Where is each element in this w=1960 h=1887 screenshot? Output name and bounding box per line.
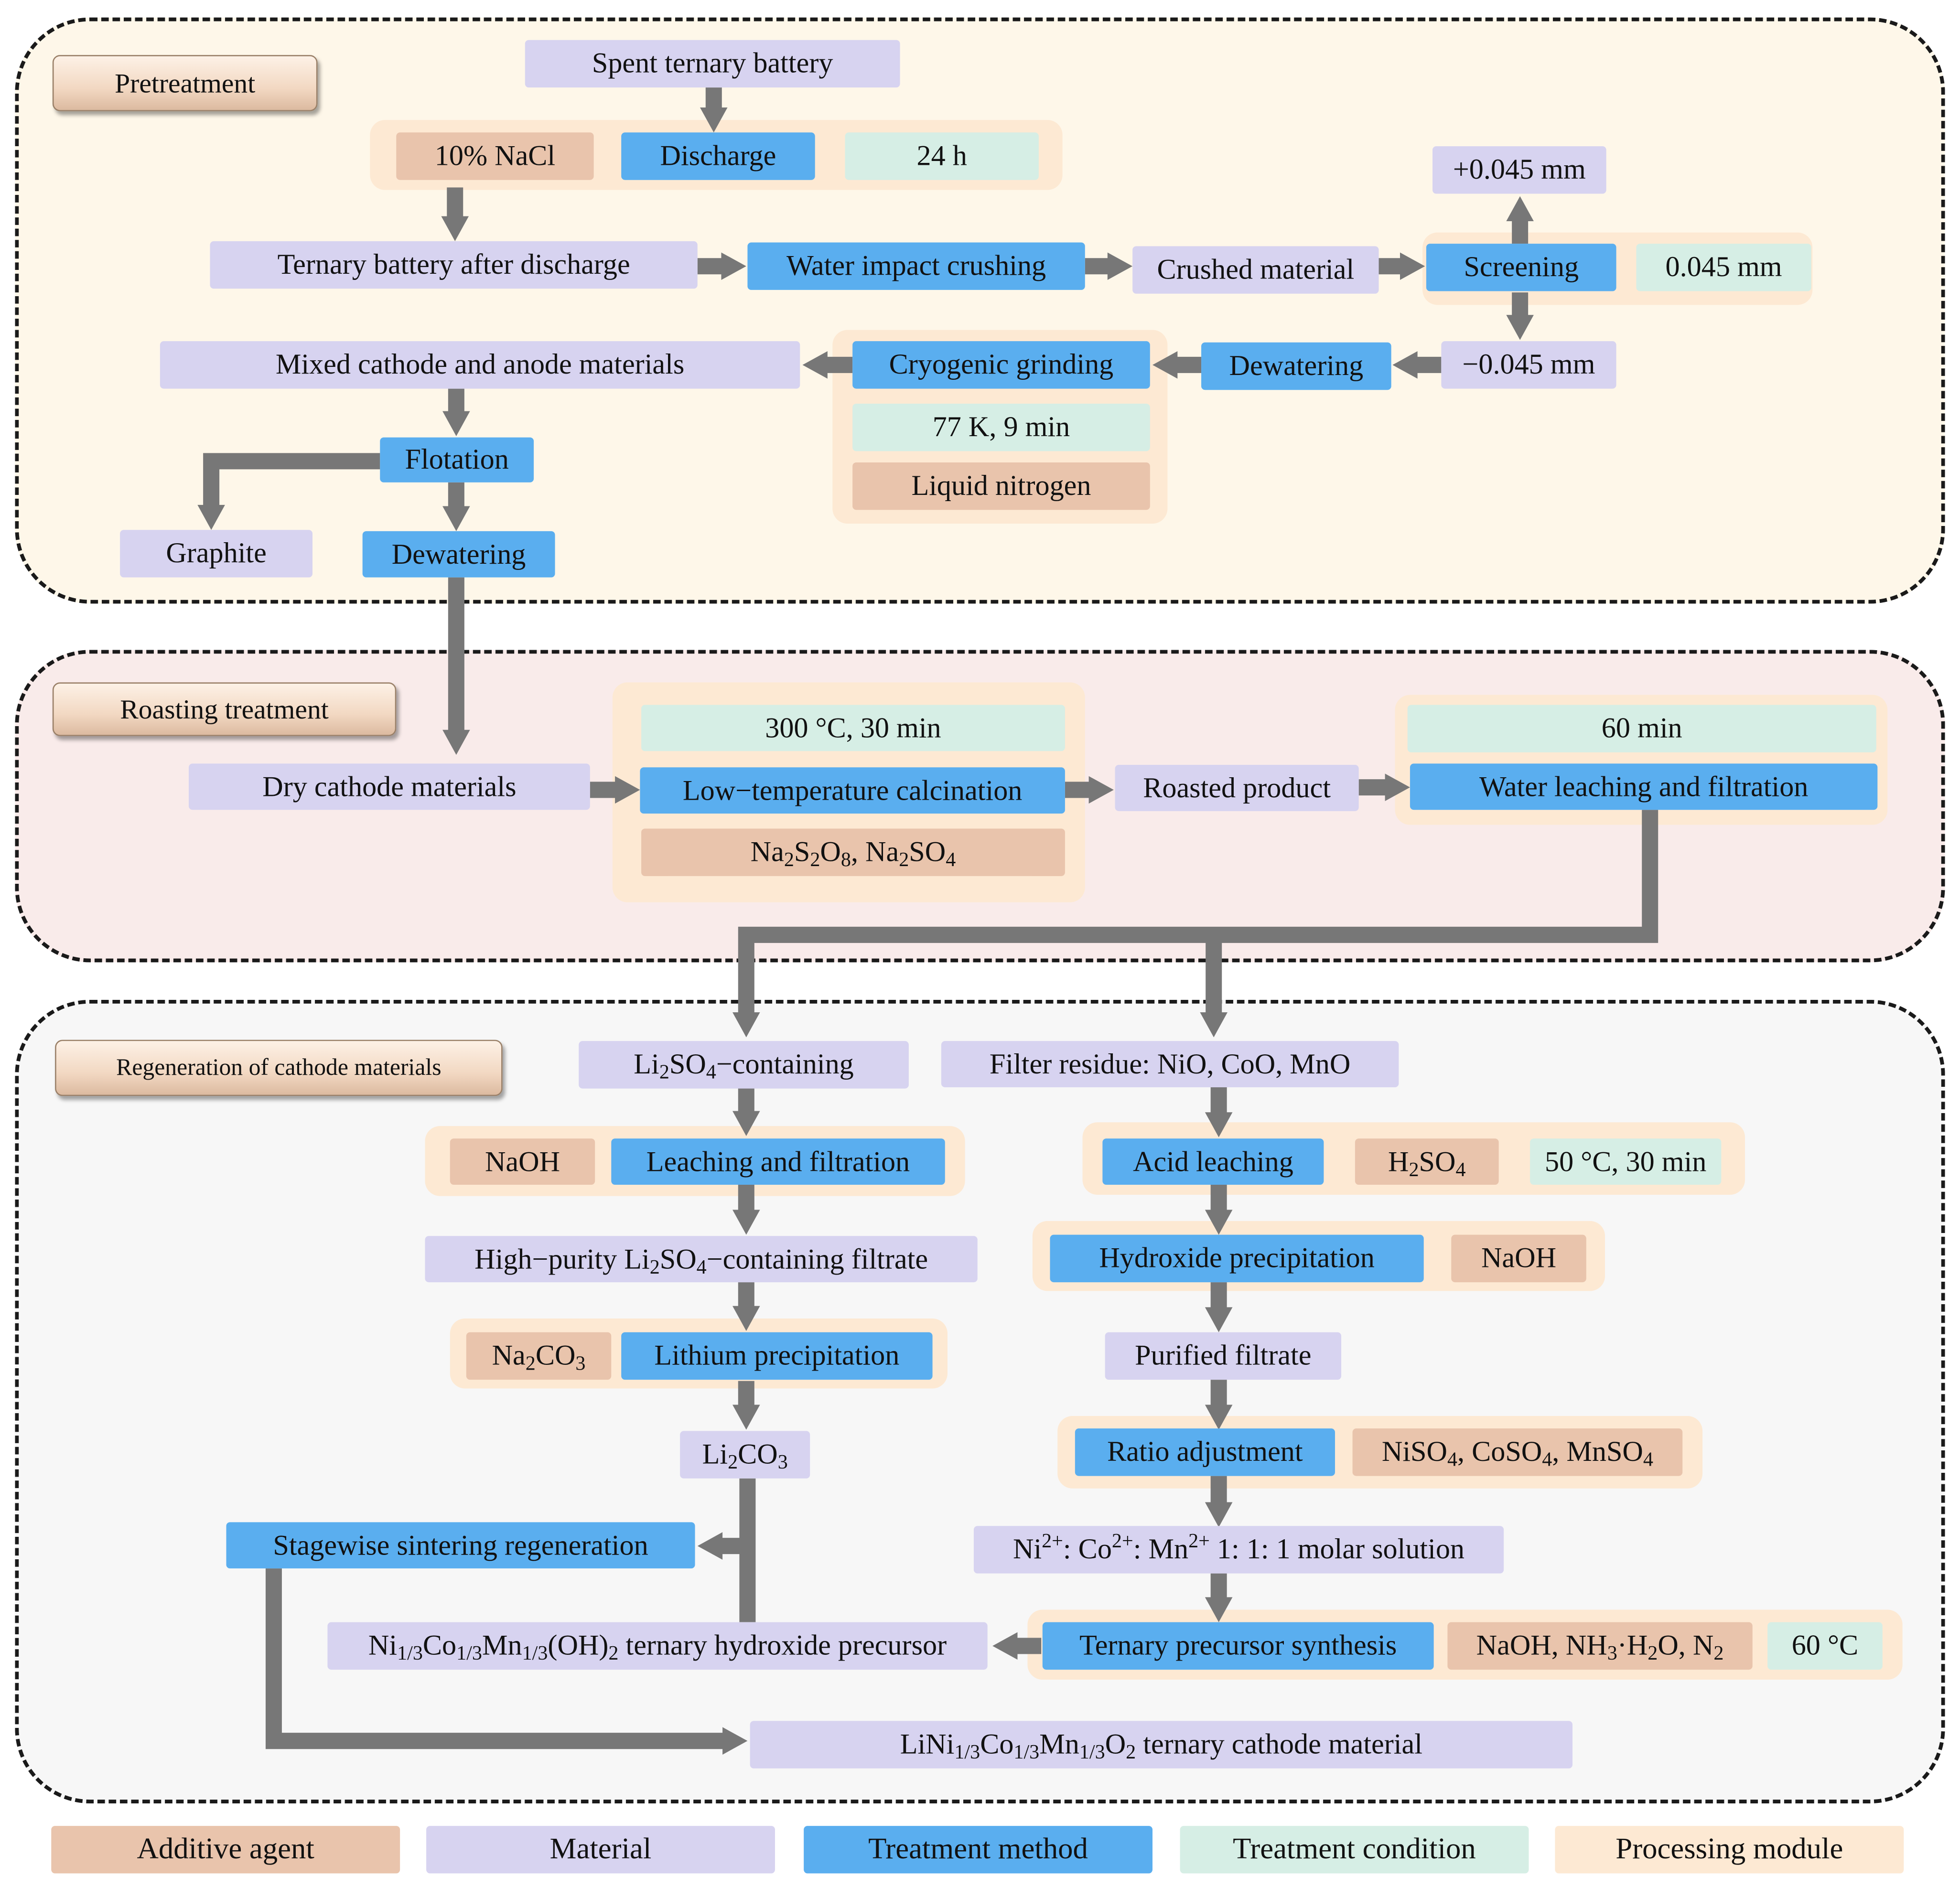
dewatering-method-2: Dewatering xyxy=(362,531,555,578)
high-purity-filtrate-text: High−purity Li2SO4−containing filtrate xyxy=(474,1243,928,1278)
high-purity-filtrate: High−purity Li2SO4−containing filtrate xyxy=(425,1236,978,1283)
stagewise-sintering-regeneration: Stagewise sintering regeneration xyxy=(226,1522,695,1569)
discharge-time: 24 h xyxy=(845,132,1039,180)
roasting-label: Roasting treatment xyxy=(52,682,397,736)
na2co3-agent: Na2CO3 xyxy=(466,1332,612,1380)
roasted-product: Roasted product xyxy=(1115,765,1359,811)
oversize-fraction: +0.045 mm xyxy=(1432,146,1606,194)
li2co3-text: Li2CO3 xyxy=(702,1438,788,1474)
filter-residue: Filter residue: NiO, CoO, MnO xyxy=(941,1041,1399,1087)
lithium-precipitation: Lithium precipitation xyxy=(621,1332,933,1380)
low-temperature-calcination: Low−temperature calcination xyxy=(640,767,1065,814)
final-cathode-material-text: LiNi1/3Co1/3Mn1/3O2 ternary cathode mate… xyxy=(900,1728,1422,1764)
calcination-condition: 300 °C, 30 min xyxy=(641,705,1065,751)
calcination-agent-text: Na2S2O8, Na2SO4 xyxy=(750,836,956,871)
nacl-agent: 10% NaCl xyxy=(396,132,594,180)
ternary-precursor-synthesis: Ternary precursor synthesis xyxy=(1042,1622,1434,1670)
molar-solution-text: Ni2+: Co2+: Mn2+ 1: 1: 1 molar solution xyxy=(1012,1531,1465,1565)
h2so4-agent: H2SO4 xyxy=(1355,1138,1499,1185)
h2so4-text: H2SO4 xyxy=(1388,1145,1466,1180)
arrow-flotation-to-graphite xyxy=(203,453,380,508)
regeneration-label: Regeneration of cathode materials xyxy=(55,1040,503,1096)
legend-treatment-method: Treatment method xyxy=(804,1826,1153,1874)
leaching-and-filtration: Leaching and filtration xyxy=(611,1138,945,1185)
synthesis-agent-text: NaOH, NH3·H2O, N2 xyxy=(1476,1630,1724,1665)
arrow-water-leaching-to-li2so4 xyxy=(738,810,1658,1015)
purified-filtrate: Purified filtrate xyxy=(1105,1332,1342,1380)
undersize-fraction: −0.045 mm xyxy=(1441,341,1616,389)
spent-ternary-battery: Spent ternary battery xyxy=(525,40,900,88)
final-cathode-material: LiNi1/3Co1/3Mn1/3O2 ternary cathode mate… xyxy=(750,1721,1573,1769)
molar-solution: Ni2+: Co2+: Mn2+ 1: 1: 1 molar solution xyxy=(973,1526,1504,1574)
cryogenic-condition: 77 K, 9 min xyxy=(852,403,1150,451)
flotation-method: Flotation xyxy=(380,437,534,482)
screening-method: Screening xyxy=(1426,244,1616,291)
dry-cathode-materials: Dry cathode materials xyxy=(189,763,590,810)
ratio-adjustment-agent: NiSO4, CoSO4, MnSO4 xyxy=(1352,1428,1683,1476)
acid-leaching-condition: 50 °C, 30 min xyxy=(1530,1138,1722,1185)
ternary-hydroxide-precursor: Ni1/3Co1/3Mn1/3(OH)2 ternary hydroxide p… xyxy=(327,1622,988,1670)
synthesis-agent: NaOH, NH3·H2O, N2 xyxy=(1447,1622,1753,1670)
naoh-agent-2: NaOH xyxy=(1451,1234,1586,1283)
crushed-material: Crushed material xyxy=(1132,246,1379,294)
legend-additive-agent: Additive agent xyxy=(51,1826,400,1874)
ratio-agent-text: NiSO4, CoSO4, MnSO4 xyxy=(1381,1436,1653,1471)
legend-processing-module: Processing module xyxy=(1555,1826,1904,1874)
arrow-sintering-to-final xyxy=(265,1568,725,1749)
naoh-agent-1: NaOH xyxy=(450,1138,595,1185)
water-impact-crushing: Water impact crushing xyxy=(747,242,1085,290)
li2co3-product: Li2CO3 xyxy=(680,1431,810,1479)
synthesis-temperature: 60 °C xyxy=(1767,1622,1883,1670)
na2co3-text: Na2CO3 xyxy=(492,1340,586,1375)
li2so4-containing: Li2SO4−containing xyxy=(579,1041,909,1089)
ternary-battery-after-discharge: Ternary battery after discharge xyxy=(210,241,698,289)
mixed-cathode-anode-materials: Mixed cathode and anode materials xyxy=(160,341,800,389)
dewatering-method-1: Dewatering xyxy=(1201,342,1391,390)
ratio-adjustment: Ratio adjustment xyxy=(1075,1428,1335,1476)
graphite-material: Graphite xyxy=(120,530,313,578)
li2so4-containing-text: Li2SO4−containing xyxy=(634,1048,854,1084)
legend-material: Material xyxy=(426,1826,775,1874)
acid-leaching: Acid leaching xyxy=(1102,1138,1324,1185)
cryogenic-grinding: Cryogenic grinding xyxy=(852,341,1150,389)
calcination-agent: Na2S2O8, Na2SO4 xyxy=(641,828,1065,876)
discharge-method: Discharge xyxy=(621,132,815,180)
water-leaching-condition: 60 min xyxy=(1407,705,1876,752)
pretreatment-label: Pretreatment xyxy=(52,55,318,111)
liquid-nitrogen-agent: Liquid nitrogen xyxy=(852,462,1150,510)
water-leaching-filtration: Water leaching and filtration xyxy=(1410,763,1878,810)
legend-treatment-condition: Treatment condition xyxy=(1180,1826,1529,1874)
screening-mesh: 0.045 mm xyxy=(1636,244,1811,291)
ternary-hydroxide-precursor-text: Ni1/3Co1/3Mn1/3(OH)2 ternary hydroxide p… xyxy=(368,1630,947,1665)
hydroxide-precipitation: Hydroxide precipitation xyxy=(1050,1234,1424,1283)
